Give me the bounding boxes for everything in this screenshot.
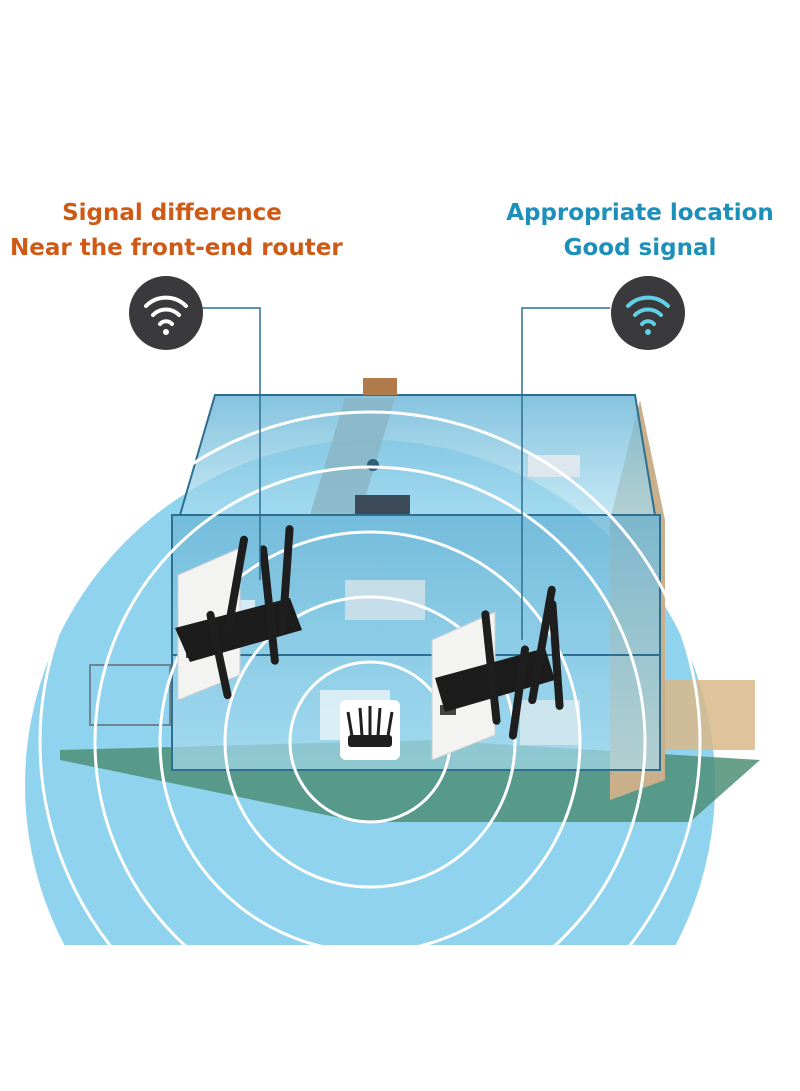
desk xyxy=(355,495,410,515)
fence xyxy=(665,680,755,750)
router-icon xyxy=(340,700,400,760)
bath xyxy=(520,700,580,745)
wifi-icon xyxy=(129,276,203,350)
roof xyxy=(180,395,655,515)
round-window xyxy=(367,459,379,471)
bed xyxy=(345,580,425,620)
wifi-icon xyxy=(611,276,685,350)
chimney xyxy=(363,378,397,395)
